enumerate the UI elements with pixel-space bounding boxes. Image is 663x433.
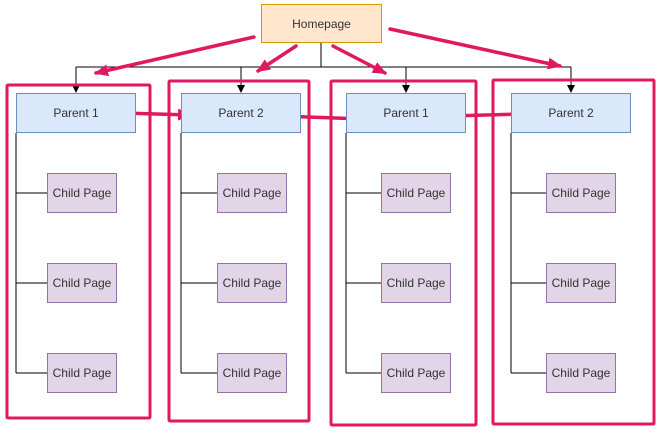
parent-label: Parent 2 [548, 106, 594, 120]
child-page-node: Child Page [381, 173, 451, 213]
parent-node-1: Parent 1 [16, 93, 136, 133]
child-page-label: Child Page [52, 366, 112, 380]
child-page-label: Child Page [551, 186, 611, 200]
homepage-node: Homepage [261, 4, 382, 43]
parent-label: Parent 1 [383, 106, 429, 120]
child-page-node: Child Page [217, 263, 287, 303]
child-page-node: Child Page [381, 353, 451, 393]
child-page-label: Child Page [386, 276, 446, 290]
child-page-node: Child Page [546, 263, 616, 303]
child-page-node: Child Page [47, 353, 117, 393]
child-page-node: Child Page [47, 263, 117, 303]
highlight-arrow [331, 44, 387, 75]
highlight-arrow [94, 35, 256, 77]
child-page-label: Child Page [386, 366, 446, 380]
child-page-node: Child Page [217, 353, 287, 393]
parent-node-4: Parent 2 [511, 93, 631, 133]
parent-node-2: Parent 2 [181, 93, 301, 133]
child-page-label: Child Page [551, 276, 611, 290]
homepage-label: Homepage [292, 16, 351, 31]
column-highlight-box [167, 79, 311, 423]
child-page-node: Child Page [217, 173, 287, 213]
highlight-arrow [388, 27, 562, 70]
child-page-node: Child Page [381, 263, 451, 303]
parent-node-3: Parent 1 [346, 93, 466, 133]
column-highlight-box [5, 83, 152, 420]
child-page-node: Child Page [47, 173, 117, 213]
child-page-label: Child Page [222, 276, 282, 290]
child-page-label: Child Page [52, 186, 112, 200]
child-page-node: Child Page [546, 173, 616, 213]
child-page-label: Child Page [222, 186, 282, 200]
child-page-label: Child Page [52, 276, 112, 290]
child-page-label: Child Page [222, 366, 282, 380]
child-page-label: Child Page [551, 366, 611, 380]
child-page-label: Child Page [386, 186, 446, 200]
highlight-arrow [256, 44, 298, 73]
column-highlight-box [329, 79, 478, 427]
parent-label: Parent 1 [53, 106, 99, 120]
child-page-node: Child Page [546, 353, 616, 393]
parent-label: Parent 2 [218, 106, 264, 120]
column-highlight-box [491, 78, 656, 426]
